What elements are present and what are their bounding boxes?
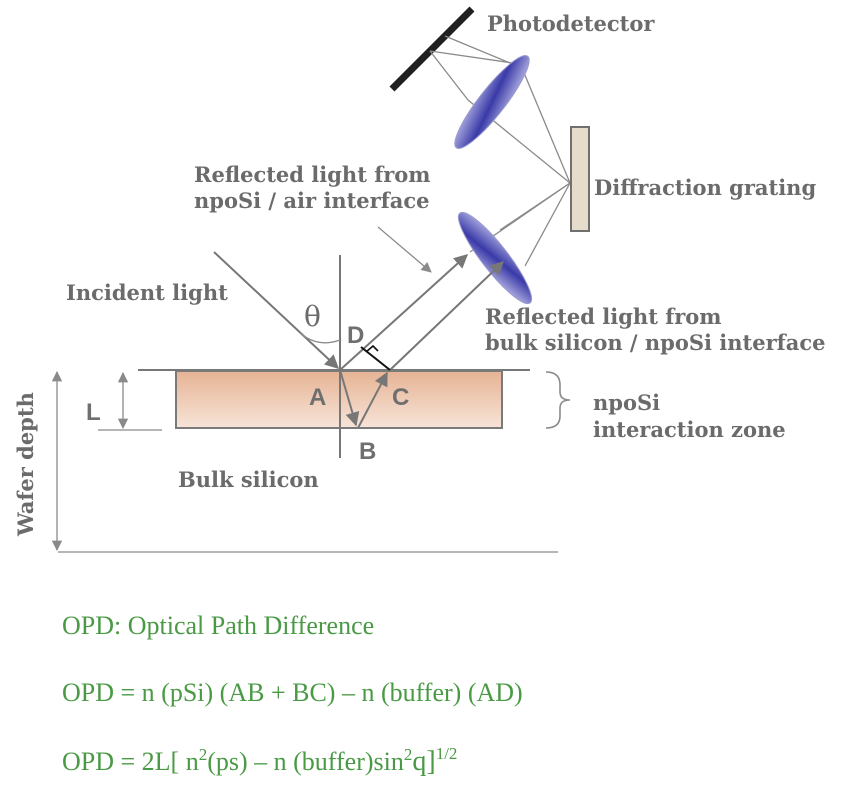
point-b-label: B bbox=[359, 438, 376, 465]
theta-label: θ bbox=[304, 300, 321, 333]
opd-formula-sup3: 1/2 bbox=[436, 744, 458, 763]
photodetector-label: Photodetector bbox=[487, 11, 655, 36]
reflected-air-label-1: Reflected light from bbox=[194, 162, 431, 187]
reflected-bulk-label-2: bulk silicon / npoSi interface bbox=[485, 330, 825, 355]
lower-lens bbox=[457, 211, 533, 305]
opd-formula: OPD = 2L[ n2(ps) – n (buffer)sin2q]1/2 bbox=[62, 744, 457, 777]
air-label-pointer bbox=[377, 226, 432, 273]
reflected-bulk-label-1: Reflected light from bbox=[485, 304, 722, 329]
zone-label-2: interaction zone bbox=[593, 417, 786, 442]
thickness-label: L bbox=[86, 399, 101, 426]
refracted-ray-bc bbox=[357, 371, 388, 429]
point-c-label: C bbox=[392, 384, 409, 411]
bulk-silicon-label: Bulk silicon bbox=[178, 467, 319, 492]
photodetector-bar bbox=[389, 6, 475, 92]
theta-arc bbox=[299, 332, 341, 344]
upper-lens bbox=[454, 55, 530, 149]
point-a-label: A bbox=[309, 384, 326, 411]
reflected-ray-bulk bbox=[389, 261, 505, 371]
right-angle-marker bbox=[365, 344, 379, 353]
cd-segment bbox=[360, 346, 391, 371]
opd-path-equation: OPD = n (pSi) (AB + BC) – n (buffer) (AD… bbox=[62, 678, 523, 707]
diffraction-grating-label: Diffraction grating bbox=[594, 175, 816, 200]
incident-ray bbox=[213, 251, 340, 369]
opd-formula-sup1: 2 bbox=[199, 745, 208, 764]
reflected-ray-air bbox=[339, 254, 469, 371]
opd-definition: OPD: Optical Path Difference bbox=[62, 611, 374, 640]
reflected-air-label-2: npoSi / air interface bbox=[194, 188, 430, 213]
zone-brace bbox=[545, 371, 571, 429]
refracted-ray-ab bbox=[339, 369, 360, 427]
incident-light-label: Incident light bbox=[66, 280, 228, 305]
wafer-depth-label: Wafer depth bbox=[13, 392, 38, 537]
zone-label-1: npoSi bbox=[593, 390, 660, 415]
opd-formula-q: q] bbox=[412, 746, 435, 777]
opd-formula-sup2: 2 bbox=[404, 745, 413, 764]
point-d-label: D bbox=[347, 322, 364, 349]
opd-formula-mid: (ps) – n (buffer)sin bbox=[207, 747, 404, 776]
diffraction-grating bbox=[570, 126, 590, 232]
opd-formula-pre: OPD = 2L[ n bbox=[62, 747, 199, 776]
